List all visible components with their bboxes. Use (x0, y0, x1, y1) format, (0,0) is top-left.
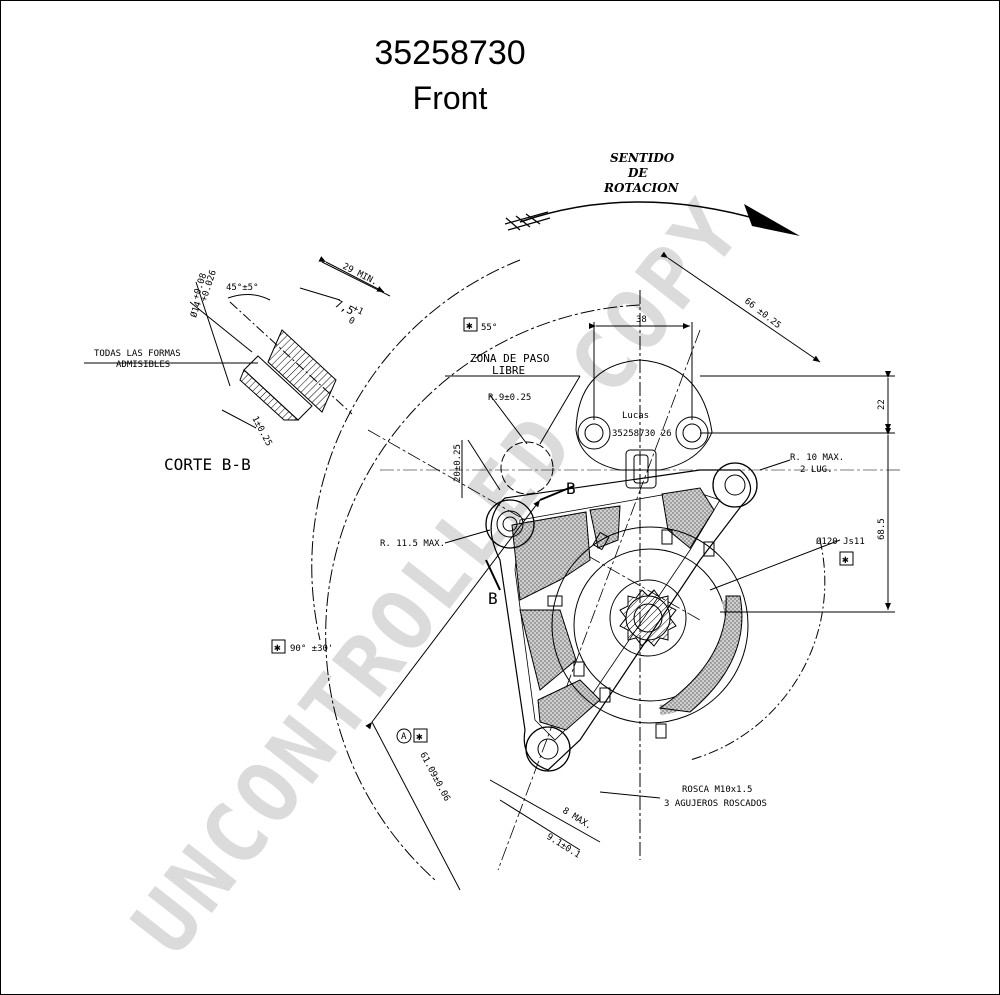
section-mark-b-top: B (566, 479, 576, 498)
terminal-cap (575, 359, 713, 471)
pinion-teeth (619, 589, 677, 647)
asterisk-box-120: ✱ (839, 551, 854, 566)
mount-hole-bottom (525, 726, 571, 772)
svg-text:✱: ✱ (274, 641, 281, 654)
rotation-arrow-tail (504, 211, 551, 231)
dim-38: 38 (636, 315, 647, 325)
asterisk-box-90: ✱ (271, 639, 286, 654)
zone-radius: R.9±0.25 (488, 393, 531, 403)
dim-20: 20±0.25 (453, 444, 463, 482)
svg-text:✱: ✱ (842, 553, 849, 566)
radius-11-5: R. 11.5 MAX. (380, 539, 445, 549)
datum-a-letter: A (401, 732, 407, 742)
free-zone-circle (500, 441, 554, 495)
rotation-arrow-head (744, 204, 800, 236)
dim-8-max: 8 MAX. (560, 806, 593, 832)
dim-22: 22 (877, 399, 887, 410)
zone-label-1: ZONA DE PASO (470, 352, 549, 365)
lug-radius-1: R. 10 MAX. (790, 453, 844, 463)
dim-width: 1±0.25 (249, 415, 273, 448)
rotation-line2: DE (627, 166, 648, 180)
svg-text:✱: ✱ (466, 319, 473, 332)
section-title: CORTE B-B (164, 455, 251, 474)
zone-label-2: LIBRE (492, 364, 525, 377)
forms-note-line1: TODAS LAS FORMAS (94, 349, 181, 359)
lug-radius-2: 2 LUG. (800, 465, 833, 475)
dim-9-1: 9.1±0.1 (544, 832, 581, 861)
rotation-line3: ROTACION (603, 181, 680, 195)
motor-shading (658, 595, 743, 713)
motor-body (551, 526, 749, 724)
mount-hole-right (712, 462, 758, 508)
rotation-indicator: SENTIDO DE ROTACION (504, 151, 800, 236)
section-b-b-detail: 29 MIN. 7,5 +1 0 45°±5° Ø14 +0.08 +0.026… (84, 256, 391, 474)
reference-code: 35258730 26 (612, 429, 672, 439)
datum-a-marker: A ✱ (396, 728, 428, 744)
dim-bore: Ø14 (188, 300, 203, 319)
mounting-arc (325, 304, 641, 881)
angle-55: 55° (481, 323, 497, 333)
section-hatch-lower (239, 369, 300, 421)
thread-spec-1: ROSCA M10x1.5 (682, 785, 752, 795)
asterisk-box-55: ✱ (463, 317, 478, 332)
dim-45-deg: 45°±5° (226, 283, 259, 293)
brand-label: Lucas (622, 411, 649, 421)
dim-68-5: 68.5 (877, 518, 887, 540)
watermark: UNCONTROLLED COPY (114, 181, 762, 972)
dim-29-min: 29 MIN. (341, 262, 379, 288)
part-number: 35258730 (374, 34, 526, 72)
section-hatch-upper (267, 329, 337, 413)
angle-90: 90° ±30' (290, 644, 333, 654)
dim-66: 66 ±0.25 (742, 296, 782, 331)
svg-text:✱: ✱ (416, 730, 423, 743)
section-mark-b-bottom: B (488, 589, 498, 608)
dim-7-5-tol2: 0 (347, 316, 356, 327)
dim-61-09: 61.09±0.06 (417, 751, 451, 804)
front-view: Lucas 35258730 26 (311, 251, 900, 891)
flange-pad-2 (661, 487, 715, 549)
rotation-line1: SENTIDO (610, 151, 675, 165)
pinion-outer (609, 579, 687, 657)
forms-note-line2: ADMISIBLES (116, 360, 170, 370)
dim-7-5-tol: +1 (351, 304, 365, 318)
thread-spec-2: 3 AGUJEROS ROSCADOS (664, 799, 767, 809)
diameter-120: Ø120 Js11 (816, 536, 865, 547)
view-label: Front (412, 80, 488, 116)
